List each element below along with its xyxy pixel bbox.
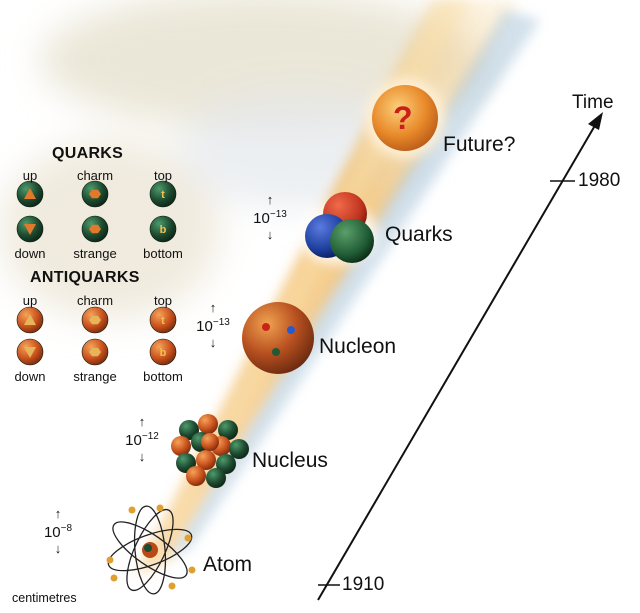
- scale-quarks-base: 10: [253, 210, 270, 227]
- scale-atom-exponent: −8: [60, 523, 73, 534]
- antiquark-strange-label: strange: [73, 369, 117, 384]
- nucleus-label: Nucleus: [252, 449, 328, 472]
- scale-nucleon: ↑ 10−13 ↓: [188, 301, 238, 349]
- up-arrow-icon: ↑: [54, 506, 62, 521]
- quark-up-label: up: [22, 168, 38, 183]
- quark-down-symbol-icon: [24, 224, 36, 235]
- quark-bottom-ball: [149, 215, 177, 243]
- quark-strange-label: strange: [73, 246, 117, 261]
- scale-quarks: ↑ 10−13 ↓: [245, 193, 295, 241]
- antiquark-bottom-ball: [149, 338, 177, 366]
- scale-atom-base: 10: [43, 524, 61, 541]
- quark-strange-symbol-icon: [89, 224, 101, 234]
- quark-bottom-label: bottom: [143, 246, 183, 261]
- antiquark-top-label: top: [153, 293, 173, 308]
- antiquark-up-label: up: [22, 293, 38, 308]
- quark-top-label: top: [153, 168, 173, 183]
- quarks-label: Quarks: [385, 223, 453, 246]
- future-label: Future?: [443, 133, 516, 156]
- atom-illustration: [106, 504, 196, 595]
- quark-down-label: down: [14, 246, 46, 261]
- nucleon-illustration: [242, 302, 314, 374]
- scale-nucleus: ↑ 10−12 ↓: [117, 415, 167, 463]
- down-arrow-icon: ↓: [54, 541, 62, 556]
- antiquark-charm-label: charm: [76, 293, 114, 308]
- up-arrow-icon: ↑: [209, 300, 217, 315]
- year-1910-label: 1910: [342, 574, 385, 595]
- time-axis: [317, 112, 603, 601]
- antiquark-strange-symbol-icon: [89, 347, 101, 357]
- quarks-illustration: [298, 192, 378, 264]
- legend-balls: t b t b: [16, 180, 177, 366]
- quark-charm-symbol-icon: [89, 189, 101, 199]
- down-arrow-icon: ↓: [266, 227, 274, 242]
- year-1980-label: 1980: [578, 170, 621, 191]
- scale-atom: ↑ 10−8 ↓: [33, 507, 83, 555]
- future-question-mark: ?: [393, 100, 413, 136]
- scale-quarks-exponent: −13: [269, 209, 287, 220]
- quark-charm-label: charm: [76, 168, 114, 183]
- antiquark-down-symbol-icon: [24, 347, 36, 358]
- down-arrow-icon: ↓: [209, 335, 217, 350]
- antiquark-charm-symbol-icon: [89, 315, 101, 325]
- antiquark-down-label: down: [14, 369, 46, 384]
- antiquark-bottom-label: bottom: [143, 369, 183, 384]
- quark-top-ball: [149, 180, 177, 208]
- nucleus-illustration: [171, 414, 249, 488]
- scale-nucleus-base: 10: [125, 432, 142, 449]
- antiquark-bottom-symbol-icon: b: [160, 347, 167, 359]
- scale-nucleon-base: 10: [196, 318, 213, 335]
- quark-up-symbol-icon: [24, 188, 36, 199]
- atom-label: Atom: [203, 553, 253, 576]
- up-arrow-icon: ↑: [266, 192, 274, 207]
- quark-top-symbol-icon: t: [161, 189, 165, 201]
- antiquarks-legend-title: ANTIQUARKS: [30, 269, 140, 286]
- quark-bottom-symbol-icon: b: [160, 224, 167, 236]
- antiquark-top-ball: [149, 306, 177, 334]
- scale-nucleon-exponent: −13: [212, 317, 230, 328]
- up-arrow-icon: ↑: [138, 414, 146, 429]
- nucleon-label: Nucleon: [319, 335, 397, 358]
- units-label: centimetres: [12, 591, 77, 605]
- future-illustration: [365, 78, 445, 158]
- antiquark-top-symbol-icon: t: [161, 315, 165, 327]
- antiquark-up-symbol-icon: [24, 314, 36, 325]
- down-arrow-icon: ↓: [138, 449, 146, 464]
- time-axis-label: Time: [572, 92, 614, 113]
- quarks-legend-title: QUARKS: [52, 145, 124, 162]
- scale-nucleus-exponent: −12: [141, 431, 159, 442]
